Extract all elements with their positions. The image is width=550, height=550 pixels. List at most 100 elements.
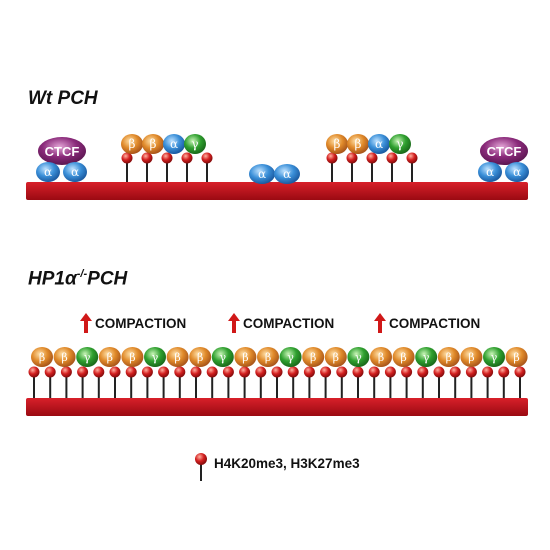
histone-mark bbox=[125, 366, 137, 398]
histone-mark bbox=[28, 366, 40, 398]
hp1-beta-protein: β bbox=[392, 347, 415, 367]
histone-mark bbox=[44, 366, 56, 398]
gamma-label: γ bbox=[491, 351, 498, 364]
histone-mark bbox=[60, 366, 72, 398]
histone-mark bbox=[190, 366, 202, 398]
beta-label: β bbox=[310, 351, 316, 364]
hp1-beta-protein: β bbox=[121, 134, 143, 154]
histone-mark bbox=[271, 366, 283, 398]
ctcf-protein: CTCF bbox=[38, 137, 86, 165]
compaction-label-2: COMPACTION bbox=[228, 313, 334, 333]
hp1-beta-protein: β bbox=[437, 347, 460, 367]
hp1-alpha-protein: α bbox=[505, 162, 529, 182]
beta-label: β bbox=[513, 351, 519, 364]
histone-mark bbox=[303, 366, 315, 398]
beta-label: β bbox=[378, 351, 384, 364]
histone-mark bbox=[401, 366, 413, 398]
histone-mark bbox=[320, 366, 332, 398]
alpha-label: α bbox=[44, 165, 52, 179]
ctcf-protein: CTCF bbox=[480, 137, 528, 165]
gamma-label: γ bbox=[423, 351, 430, 364]
hp1-beta-protein: β bbox=[257, 347, 279, 367]
hp1-gamma-protein: γ bbox=[211, 347, 234, 367]
chromatin-fiber-ko bbox=[26, 398, 528, 416]
alpha-label: α bbox=[71, 165, 79, 179]
histone-mark bbox=[239, 366, 251, 398]
hp1-beta-protein: β bbox=[31, 347, 53, 367]
hp1-beta-protein: β bbox=[142, 134, 164, 154]
ko-title-superscript: -/- bbox=[76, 268, 88, 280]
gamma-label: γ bbox=[355, 351, 362, 364]
histone-mark bbox=[417, 366, 429, 398]
gamma-label: γ bbox=[220, 351, 227, 364]
histone-mark bbox=[336, 366, 348, 398]
hp1-beta-protein: β bbox=[53, 347, 76, 367]
hp1-beta-protein: β bbox=[326, 134, 348, 154]
alpha-label: α bbox=[258, 167, 266, 181]
beta-label: β bbox=[400, 351, 406, 364]
beta-label: β bbox=[265, 351, 271, 364]
hp1-beta-protein: β bbox=[234, 347, 257, 367]
histone-mark bbox=[368, 366, 380, 398]
histone-mark bbox=[384, 366, 396, 398]
histone-mark bbox=[158, 366, 170, 398]
histone-mark bbox=[406, 152, 418, 182]
hp1-beta-protein: β bbox=[98, 347, 121, 367]
alpha-label: α bbox=[513, 165, 521, 179]
hp1-beta-protein: β bbox=[460, 347, 483, 367]
histone-mark bbox=[141, 152, 153, 182]
up-arrow-icon bbox=[80, 313, 92, 333]
histone-mark bbox=[482, 366, 494, 398]
ko-panel-title: HP1α-/-PCH bbox=[28, 268, 127, 290]
hp1-alpha-protein: α bbox=[63, 162, 87, 182]
histone-mark bbox=[386, 152, 398, 182]
histone-mark bbox=[287, 366, 299, 398]
histone-mark bbox=[433, 366, 445, 398]
hp1-beta-protein: β bbox=[189, 347, 212, 367]
beta-label: β bbox=[242, 351, 248, 364]
histone-mark bbox=[255, 366, 267, 398]
ctcf-label: CTCF bbox=[487, 144, 522, 159]
histone-mark bbox=[93, 366, 105, 398]
ko-title-suffix: PCH bbox=[87, 268, 128, 290]
hp1-gamma-protein: γ bbox=[347, 347, 370, 367]
histone-mark bbox=[181, 152, 193, 182]
histone-mark bbox=[514, 366, 526, 398]
histone-mark bbox=[465, 366, 477, 398]
ko-title-main: HP1α bbox=[28, 268, 77, 290]
legend-label: H4K20me3, H3K27me3 bbox=[214, 456, 360, 471]
hp1-alpha-protein: α bbox=[249, 164, 275, 184]
beta-label: β bbox=[197, 351, 203, 364]
legend-mark-icon bbox=[195, 453, 207, 481]
hp1-alpha-protein: α bbox=[274, 164, 300, 184]
chromatin-fiber-wt bbox=[26, 182, 528, 200]
alpha-label: α bbox=[283, 167, 291, 181]
hp1-alpha-protein: α bbox=[36, 162, 60, 182]
histone-mark bbox=[498, 366, 510, 398]
beta-label: β bbox=[468, 351, 474, 364]
compaction-label-1: COMPACTION bbox=[80, 313, 186, 333]
hp1-gamma-protein: γ bbox=[184, 134, 206, 154]
hp1-beta-protein: β bbox=[324, 347, 347, 367]
hp1-beta-protein: β bbox=[370, 347, 392, 367]
alpha-label: α bbox=[170, 137, 178, 151]
compaction-label-3: COMPACTION bbox=[374, 313, 480, 333]
gamma-label: γ bbox=[287, 351, 294, 364]
beta-label: β bbox=[174, 351, 180, 364]
gamma-label: γ bbox=[152, 351, 159, 364]
histone-mark bbox=[326, 152, 338, 182]
wt-panel-title: Wt PCH bbox=[28, 88, 98, 109]
hp1-gamma-protein: γ bbox=[415, 347, 438, 367]
histone-mark bbox=[346, 152, 358, 182]
beta-label: β bbox=[61, 351, 67, 364]
histone-mark bbox=[352, 366, 364, 398]
beta-label: β bbox=[334, 137, 341, 151]
hp1-alpha-protein: α bbox=[368, 134, 390, 154]
beta-label: β bbox=[39, 351, 45, 364]
hp1-gamma-protein: γ bbox=[389, 134, 411, 154]
alpha-label: α bbox=[375, 137, 383, 151]
gamma-label: γ bbox=[84, 351, 91, 364]
up-arrow-icon bbox=[228, 313, 240, 333]
